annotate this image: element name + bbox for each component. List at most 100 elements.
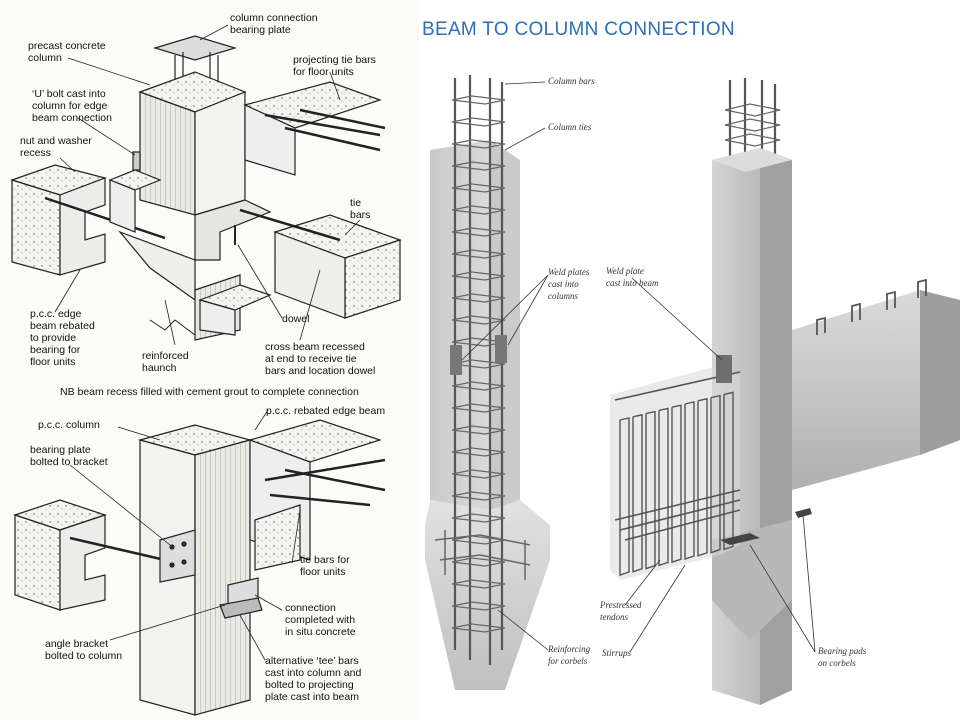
column-tie [451,601,506,611]
column-tie [451,205,506,215]
svg-text:Stirrups: Stirrups [602,648,632,658]
top-leader-lines [54,24,361,346]
beam-to-column-render: BEAM TO COLUMN CONNECTION [422,19,960,705]
svg-text:tie: tie [350,197,361,209]
svg-text:reinforced: reinforced [142,350,189,362]
edge-beam-end [11,179,61,276]
svg-text:tie bars for: tie bars for [300,554,350,566]
stirrup [645,410,656,570]
svg-text:beam rebated: beam rebated [30,320,95,332]
bottom-labels: p.c.c. column p.c.c. rebated edge beam b… [30,405,385,703]
right-diagram-panel: BEAM TO COLUMN CONNECTION [420,0,960,720]
svg-text:alternative ‘tee’ bars: alternative ‘tee’ bars [265,655,359,667]
column-tie [451,293,506,303]
svg-text:recess: recess [20,147,51,159]
weld-plate-left-a [450,345,462,375]
svg-text:cast into beam: cast into beam [606,278,659,288]
svg-text:bolted to column: bolted to column [45,650,122,662]
svg-text:column for edge: column for edge [32,100,107,112]
svg-text:cross beam recessed: cross beam recessed [265,341,365,353]
column-tie [451,623,506,633]
edge-beam-side [59,177,106,276]
svg-text:cast into: cast into [548,279,579,289]
svg-text:bearing plate: bearing plate [30,444,91,456]
column-tie [451,315,506,325]
stirrup [723,391,734,551]
svg-text:precast concrete: precast concrete [28,40,106,52]
column-tie [451,117,506,127]
bottom-sketch [13,419,386,716]
svg-text:projecting tie bars: projecting tie bars [293,54,376,66]
svg-text:p.c.c. rebated edge beam: p.c.c. rebated edge beam [266,405,385,417]
bearing-plate [152,35,238,61]
right-leader-lines [461,81,816,653]
column-left-face [139,91,196,216]
svg-text:connection: connection [285,602,336,614]
svg-text:floor units: floor units [300,566,346,578]
column-tie [451,557,506,567]
svg-text:bars and location dowel: bars and location dowel [265,365,375,377]
haunch [118,230,196,302]
svg-text:bars: bars [350,209,370,221]
svg-text:cast into column and: cast into column and [265,667,361,679]
svg-text:for floor units: for floor units [293,66,354,78]
svg-text:plate cast into beam: plate cast into beam [265,691,359,703]
svg-text:bearing for: bearing for [30,344,81,356]
svg-text:Bearing pads: Bearing pads [818,646,867,656]
right-column-assembly [610,78,960,705]
svg-text:beam connection: beam connection [32,112,112,124]
column-tie [451,161,506,171]
svg-text:‘U’ bolt cast into: ‘U’ bolt cast into [32,88,106,100]
svg-text:haunch: haunch [142,362,177,374]
corbel [712,520,792,640]
grout-note: NB beam recess filled with cement grout … [60,386,359,398]
left-diagram-panel: column connection bearing plate precast … [0,0,420,720]
column-tie [451,227,506,237]
stirrup [710,394,721,554]
svg-text:Weld plates: Weld plates [548,267,590,277]
svg-text:bolted to projecting: bolted to projecting [265,679,354,691]
svg-text:Column ties: Column ties [548,122,592,132]
left-column [425,75,550,690]
svg-text:column connection: column connection [230,12,318,24]
svg-text:floor units: floor units [30,356,76,368]
column-tie [451,469,506,479]
weld-plate-left-b [495,335,507,363]
column-tie [451,447,506,457]
svg-text:to provide: to provide [30,332,76,344]
svg-text:bearing plate: bearing plate [230,24,291,36]
svg-text:column: column [28,52,62,64]
diagram-title: BEAM TO COLUMN CONNECTION [422,19,735,40]
stirrup [632,413,643,573]
column-tie [451,183,506,193]
column-tie [451,491,506,501]
svg-text:Reinforcing: Reinforcing [547,644,591,654]
svg-text:Column bars: Column bars [548,76,595,86]
top-sketch [10,35,402,341]
floor-beam-face [244,104,296,176]
svg-text:completed with: completed with [285,614,355,626]
column-tie [451,139,506,149]
stirrup [619,417,630,576]
right-beam [792,290,960,490]
svg-text:dowel: dowel [282,313,309,325]
svg-text:on corbels: on corbels [818,658,856,668]
svg-text:p.c.c. column: p.c.c. column [38,419,100,431]
svg-text:angle bracket: angle bracket [45,638,108,650]
column-right-face [194,91,246,216]
svg-text:in situ concrete: in situ concrete [285,626,356,638]
bearing-pad [720,533,760,545]
svg-text:nut and washer: nut and washer [20,135,92,147]
bottom-leader-lines [69,409,301,661]
weld-plate-beam [716,355,732,383]
column-tie [451,425,506,435]
svg-text:columns: columns [548,291,578,301]
top-labels: column connection bearing plate precast … [20,12,376,398]
column-tie [451,403,506,413]
stirrup [671,404,682,564]
svg-text:bolted to bracket: bolted to bracket [30,456,108,468]
column-tie [451,381,506,391]
stirrup [658,407,669,567]
svg-text:Weld plate: Weld plate [606,266,644,276]
svg-text:for corbels: for corbels [548,656,588,666]
